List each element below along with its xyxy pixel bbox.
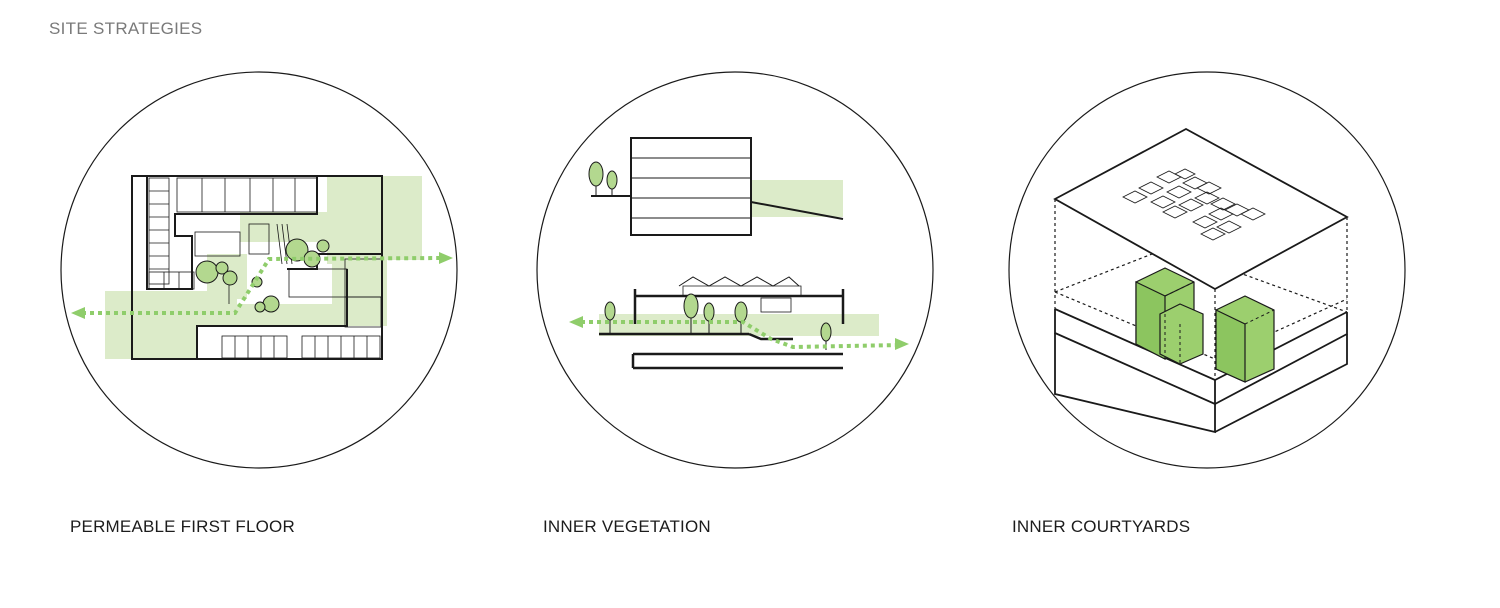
isometric-diagram xyxy=(1008,71,1406,469)
plan-diagram xyxy=(60,71,458,469)
caption-inner-vegetation: INNER VEGETATION xyxy=(543,517,711,536)
panel-permeable-first-floor xyxy=(57,64,461,478)
section-diagram xyxy=(536,71,934,469)
panel-inner-vegetation xyxy=(533,64,937,478)
caption-permeable-first-floor: PERMEABLE FIRST FLOOR xyxy=(70,517,295,536)
panel-inner-courtyards xyxy=(1005,64,1409,478)
page-title: SITE STRATEGIES xyxy=(49,19,203,38)
caption-inner-courtyards: INNER COURTYARDS xyxy=(1012,517,1191,536)
